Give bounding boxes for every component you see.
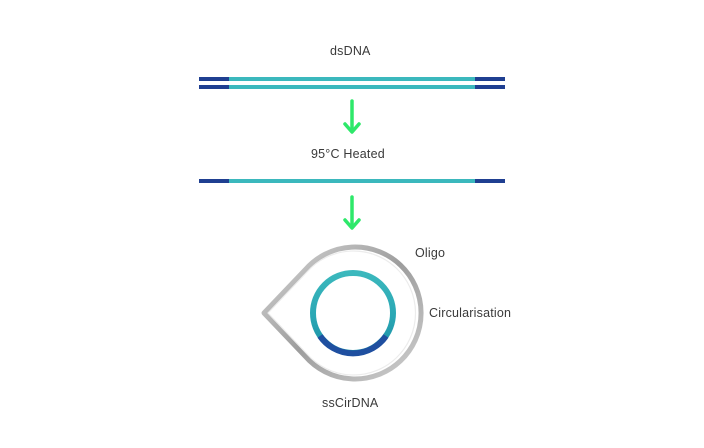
circular-ssdna xyxy=(310,270,396,357)
oligo-teardrop-outline xyxy=(261,244,424,382)
dsdna-lower-middle xyxy=(229,85,475,89)
dsdna-lower-right-end xyxy=(475,85,505,89)
ssdna-right-end xyxy=(475,179,505,183)
ssdna-strand xyxy=(199,179,505,183)
dsdna-upper-middle xyxy=(229,77,475,81)
circularisation-label: Circularisation xyxy=(429,306,512,320)
ssdna-middle xyxy=(229,179,475,183)
sscirdna-label: ssCirDNA xyxy=(322,396,379,410)
dsdna-upper-right-end xyxy=(475,77,505,81)
dsdna-label: dsDNA xyxy=(330,44,371,58)
dsdna-strands xyxy=(199,77,505,89)
dsdna-upper-left-end xyxy=(199,77,229,81)
heated-label: 95°C Heated xyxy=(311,147,385,161)
oligo-label: Oligo xyxy=(415,246,446,260)
arrow-down-icon xyxy=(343,99,361,134)
ssdna-left-end xyxy=(199,179,229,183)
dsdna-lower-left-end xyxy=(199,85,229,89)
arrow-down-icon xyxy=(343,195,361,230)
